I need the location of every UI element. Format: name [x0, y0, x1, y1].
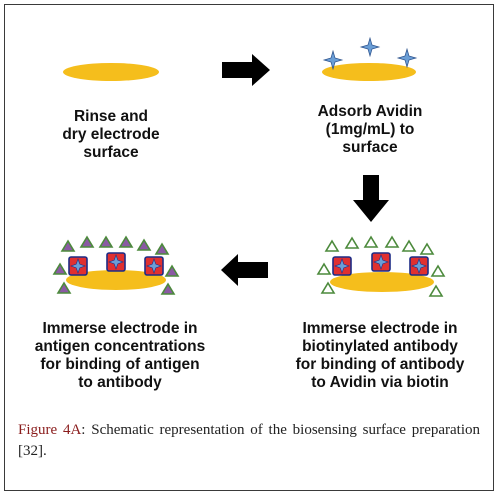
step-3-line-3: for binding of antibody [295, 356, 465, 373]
antigen-triangle-icon [165, 265, 179, 277]
antibody-icon [332, 256, 352, 276]
step-3-label: Immerse electrode in biotinylated antibo… [283, 320, 477, 392]
step-4-line-3: for binding of antigen [40, 356, 200, 373]
step-2-line-1: Adsorb Avidin [317, 103, 423, 120]
antigen-electrode [53, 236, 179, 295]
step-2-label: Adsorb Avidin (1mg/mL) to surface [290, 103, 450, 157]
step-3-line-4: to Avidin via biotin [311, 374, 449, 391]
antibody-icon [144, 256, 164, 276]
step-3-line-2: biotinylated antibody [302, 338, 458, 355]
antibody-icon [371, 252, 391, 272]
antibody-icon [68, 256, 88, 276]
figure-caption: Figure 4A: Schematic representation of t… [18, 420, 480, 462]
antigen-triangle-icon [53, 263, 67, 275]
avidin-star-icon [397, 48, 417, 68]
antibody-icon [106, 252, 126, 272]
step-4-line-2: antigen concentrations [34, 338, 206, 355]
avidin-star-icon [360, 37, 380, 57]
step-4-label: Immerse electrode in antigen concentrati… [20, 320, 220, 392]
antigen-triangle-icon [99, 236, 113, 248]
step-1-line-3: surface [83, 144, 139, 161]
antibody-electrode [317, 236, 445, 297]
step-3-line-1: Immerse electrode in [302, 320, 458, 337]
antigen-triangle-icon [61, 240, 75, 252]
step-2-line-3: surface [342, 139, 398, 156]
avidin-electrode [322, 37, 417, 81]
antigen-triangle-icon [155, 243, 169, 255]
antigen-triangle-icon [57, 282, 71, 294]
caption-label: Figure 4A [18, 422, 82, 438]
antibody-icon [409, 256, 429, 276]
antigen-triangle-icon [119, 236, 133, 248]
step-2-line-2: (1mg/mL) to [325, 121, 415, 138]
left-arrow-icon [221, 254, 268, 286]
caption-text: : Schematic representation of the biosen… [18, 422, 480, 459]
bare-electrode [63, 63, 159, 81]
antigen-triangle-icon [80, 236, 94, 248]
step-1-label: Rinse and dry electrode surface [36, 108, 186, 162]
step-1-line-2: dry electrode [62, 126, 160, 143]
antigen-triangle-icon [137, 239, 151, 251]
step-1-line-1: Rinse and [73, 108, 149, 125]
step-4-line-4: to antibody [78, 374, 162, 391]
step-4-line-1: Immerse electrode in [42, 320, 198, 337]
antigen-triangle-icon [161, 283, 175, 295]
right-arrow-icon [222, 54, 270, 86]
down-arrow-icon [353, 175, 389, 222]
